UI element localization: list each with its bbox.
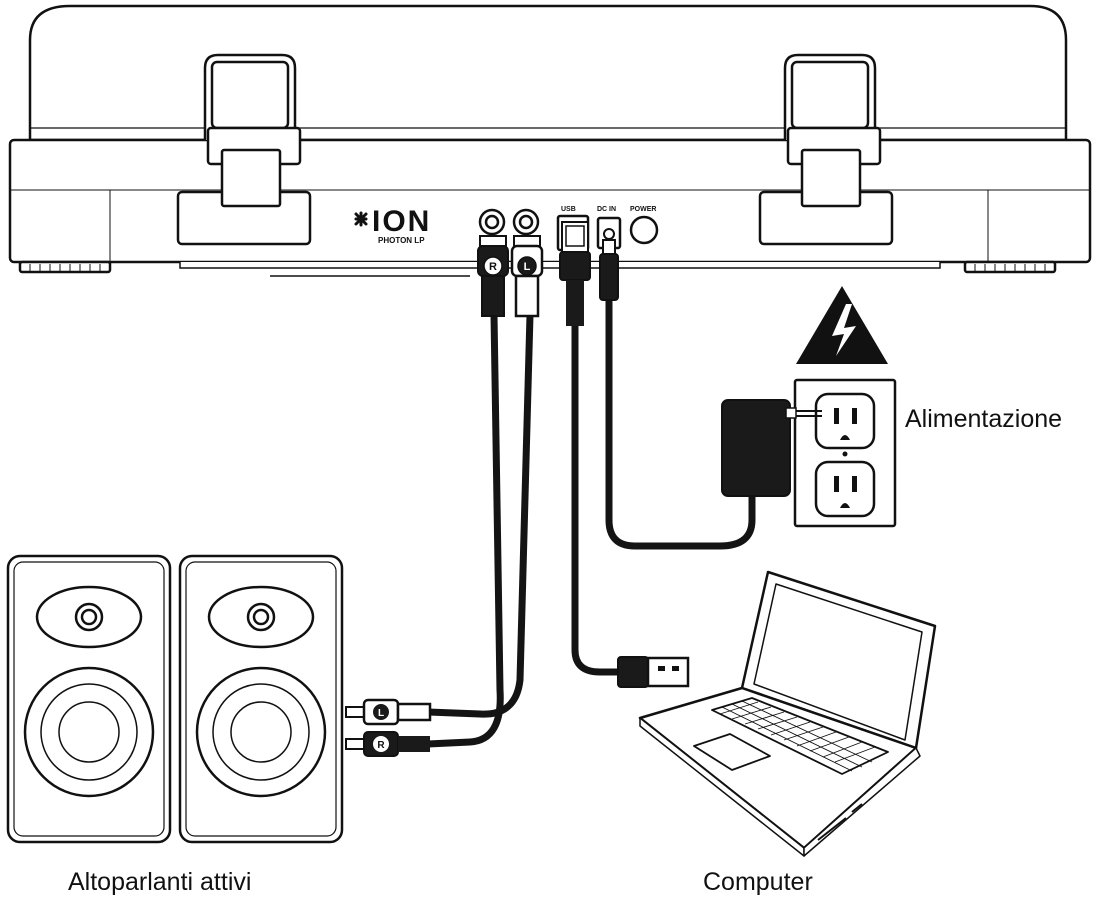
dust-cover [28,4,1068,142]
speaker-rca-right-label: R [377,740,385,751]
rca-cable-right [424,311,504,748]
turntable-base [8,138,1092,264]
laptop [638,570,937,857]
laptop-keyboard [711,697,889,775]
brand-logo-text: ION [372,205,431,238]
power-adapter [721,399,822,497]
rca-cable-left [424,311,534,718]
computer-label: Computer [703,868,813,896]
cables [424,296,756,748]
hinge-left [203,53,302,208]
wall-outlet [793,378,897,528]
rca-plug-right-label: R [489,261,497,273]
power-button-label: POWER [630,206,656,213]
hinge-right [783,53,882,208]
usb-cable [571,321,634,676]
power-button[interactable]: POWER [629,206,659,245]
dc-in-label: DC IN [597,206,616,213]
usb-b-plug [559,221,591,326]
laptop-trackpad [693,733,771,771]
speakers-label: Altoparlanti attivi [68,868,252,896]
rca-plug-left-label: L [524,261,531,273]
high-voltage-warning-icon [796,286,888,364]
dc-plug [599,239,619,301]
rca-plug-right: R [477,235,509,317]
rca-jacks [478,208,540,236]
power-cable [605,296,756,550]
usb-a-plug [617,656,690,688]
speaker-rca-plug-right: R [345,731,430,757]
turntable [8,4,1092,277]
speaker-right [178,554,344,844]
speaker-left [6,554,172,844]
speaker-rca-plug-left: L [345,698,432,726]
model-name: PHOTON LP [378,236,425,245]
foot-right [963,260,1057,274]
usb-port-label: USB [561,206,576,213]
foot-left [18,260,112,274]
power-supply-label: Alimentazione [905,405,1063,433]
rca-plug-left: L [510,235,544,318]
ion-logo-icon: ION PHOTON LP [354,205,431,245]
speaker-rca-left-label: L [378,708,384,719]
